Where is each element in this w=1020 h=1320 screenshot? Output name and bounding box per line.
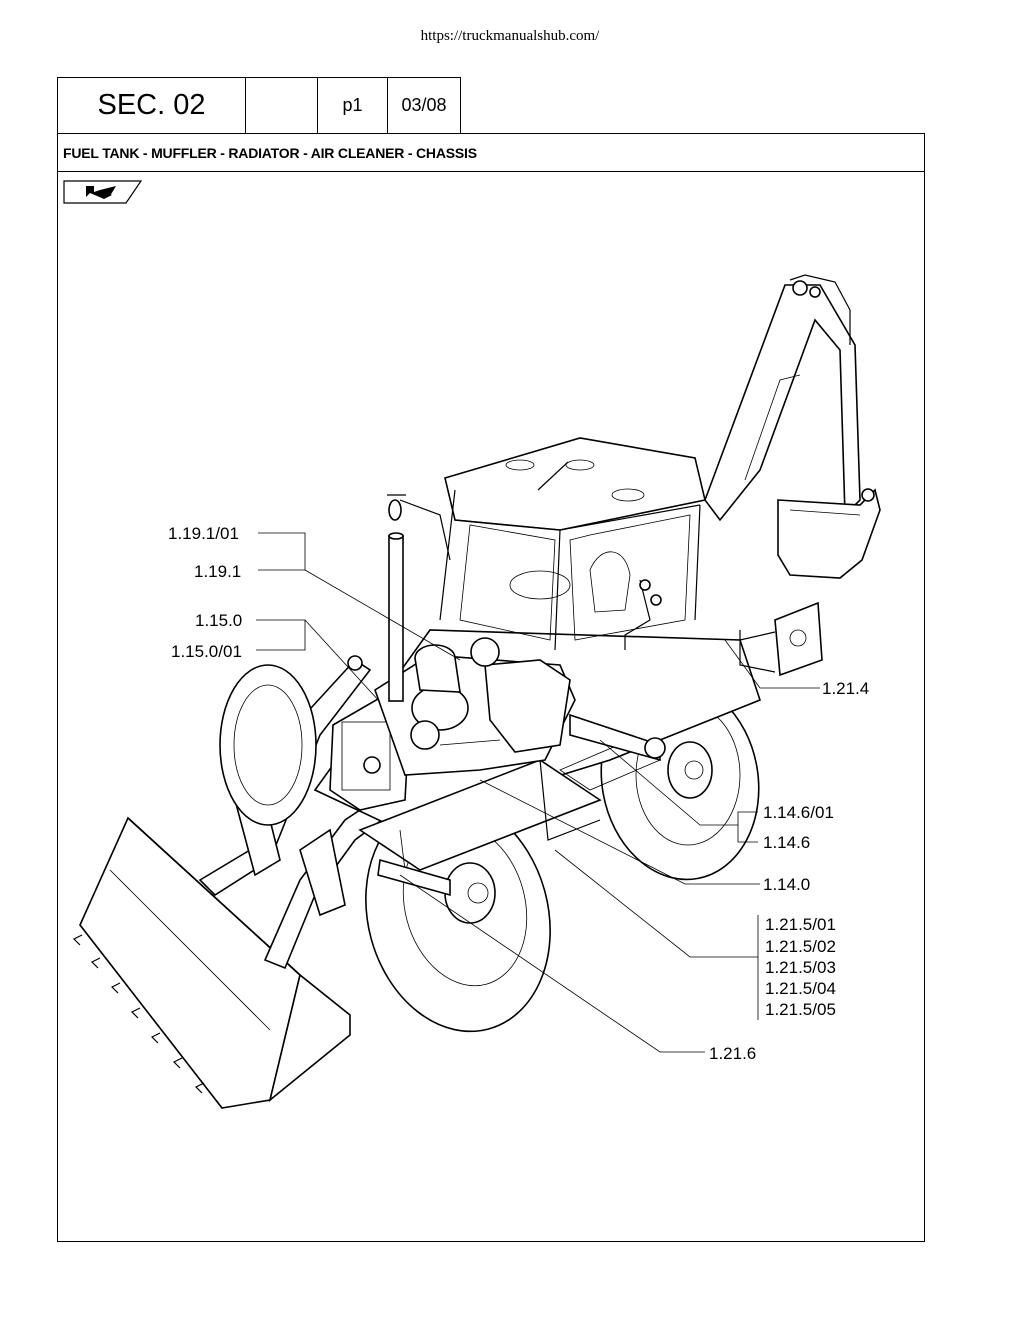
stabilizer-pad — [739, 601, 823, 677]
callout-1-14-6-01: 1.14.6/01 — [763, 803, 834, 822]
arrow-return-icon[interactable] — [63, 180, 143, 204]
rear-axle-drive — [569, 713, 666, 762]
front-axle — [377, 858, 451, 897]
loader-bucket — [72, 816, 351, 1109]
callout-1-21-6: 1.21.6 — [709, 1044, 756, 1063]
leader-lines — [256, 532, 820, 1053]
callout-1-15-0: 1.15.0 — [195, 611, 242, 630]
backhoe-bucket — [777, 488, 881, 579]
callout-1-21-5-05: 1.21.5/05 — [765, 1000, 836, 1019]
callout-1-19-1: 1.19.1 — [194, 562, 241, 581]
section-number: SEC. 02 — [58, 78, 246, 133]
blank-cell — [246, 78, 318, 133]
mirror — [387, 494, 451, 561]
callout-1-14-6: 1.14.6 — [763, 833, 810, 852]
callout-1-21-4: 1.21.4 — [822, 679, 869, 698]
engine-block — [374, 654, 576, 776]
diagram-frame — [57, 171, 925, 1242]
callout-1-21-5-03: 1.21.5/03 — [765, 958, 836, 977]
air-cleaner — [414, 637, 500, 693]
callout-1-15-0-01: 1.15.0/01 — [171, 642, 242, 661]
callout-1-19-1-01: 1.19.1/01 — [168, 524, 239, 543]
front-left-wheel — [219, 664, 317, 826]
callout-1-14-0: 1.14.0 — [763, 875, 810, 894]
header-table: SEC. 02 p1 03/08 — [57, 77, 461, 133]
exhaust-muffler — [388, 532, 404, 702]
cab — [439, 437, 706, 651]
callout-1-21-5-01: 1.21.5/01 — [765, 915, 836, 934]
page-number: p1 — [318, 78, 388, 133]
source-url[interactable]: https://truckmanualshub.com/ — [420, 28, 600, 44]
callout-1-21-5-02: 1.21.5/02 — [765, 937, 836, 956]
revision-date: 03/08 — [401, 95, 447, 115]
backhoe-boom — [704, 274, 861, 522]
callout-1-21-5-04: 1.21.5/04 — [765, 979, 836, 998]
cab-interior — [509, 551, 662, 650]
bucket-teeth — [72, 934, 205, 1094]
page-title: FUEL TANK - MUFFLER - RADIATOR - AIR CLE… — [57, 133, 925, 172]
